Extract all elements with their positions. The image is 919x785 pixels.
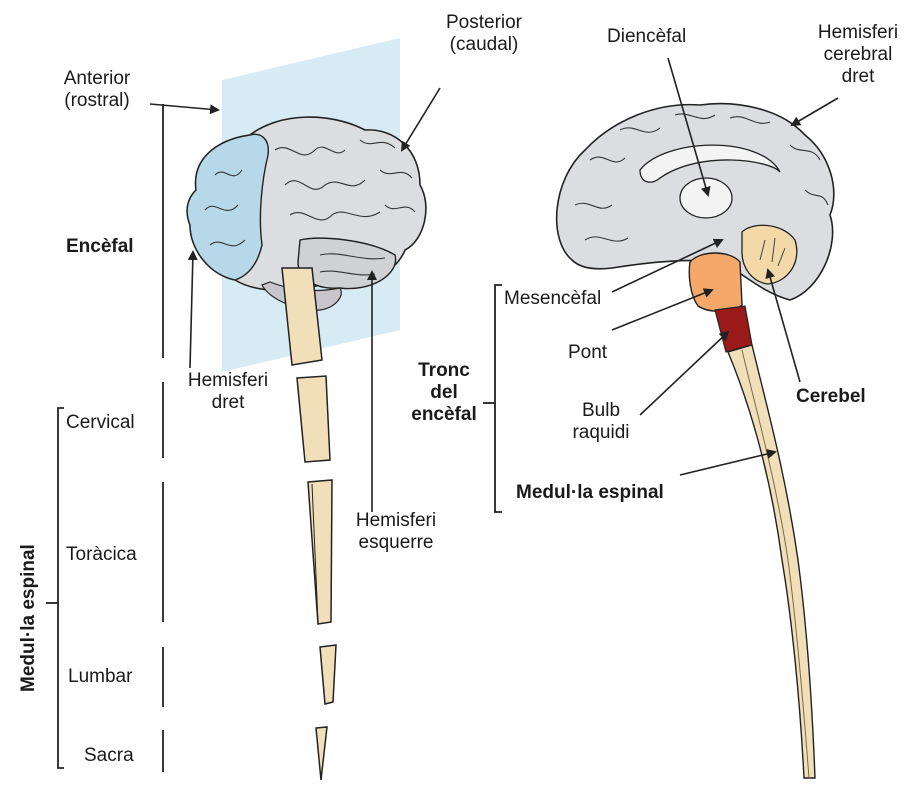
pons-shape xyxy=(715,306,752,352)
frontal-lobe-shape xyxy=(187,134,268,280)
tronc-encefal-label: Tronc del encèfal xyxy=(404,360,484,426)
lumbar-label: Lumbar xyxy=(68,666,132,688)
hd-line-2: dret xyxy=(172,392,284,414)
diencephalon-shape xyxy=(680,178,732,218)
hcd-line-2: cerebral xyxy=(802,44,914,66)
sacra-label: Sacra xyxy=(84,745,134,767)
cervical-segment xyxy=(297,376,330,462)
hcd-line-3: dret xyxy=(802,66,914,88)
bulb-line-2: raquidi xyxy=(558,422,644,444)
mesencefal-label: Mesencèfal xyxy=(504,288,601,310)
bulb-raquidi-label: Bulb raquidi xyxy=(558,400,644,444)
right-brackets xyxy=(483,285,502,512)
he-line-1: Hemisferi xyxy=(340,510,452,532)
posterior-label: Posterior (caudal) xyxy=(428,12,540,56)
spinal-segments xyxy=(297,376,336,780)
posterior-line-2: (caudal) xyxy=(428,34,540,56)
he-line-2: esquerre xyxy=(340,532,452,554)
medulla-espinal-right-label: Medul·la espinal xyxy=(516,482,664,504)
hcd-line-1: Hemisferi xyxy=(802,22,914,44)
anterior-line-2: (rostral) xyxy=(44,90,150,112)
hemisferi-cerebral-dret-label: Hemisferi cerebral dret xyxy=(802,22,914,88)
encefal-label: Encèfal xyxy=(66,236,134,258)
hemisferi-esquerre-label: Hemisferi esquerre xyxy=(340,510,452,554)
thoracic-segment xyxy=(308,480,332,624)
hemisferi-dret-label: Hemisferi dret xyxy=(172,370,284,414)
lumbar-segment xyxy=(320,645,336,704)
posterior-line-1: Posterior xyxy=(428,12,540,34)
cervical-label: Cervical xyxy=(66,412,135,434)
tronc-line-3: encèfal xyxy=(404,404,484,426)
diencefal-label: Diencèfal xyxy=(607,26,686,48)
midbrain-shape xyxy=(689,253,742,311)
tronc-line-1: Tronc xyxy=(404,360,484,382)
sacral-segment xyxy=(316,727,327,780)
bulb-line-1: Bulb xyxy=(558,400,644,422)
anterior-label: Anterior (rostral) xyxy=(44,68,150,112)
spinal-cord-sagittal xyxy=(728,345,815,778)
pont-label: Pont xyxy=(568,342,607,364)
cerebel-label: Cerebel xyxy=(796,386,866,408)
tronc-line-2: del xyxy=(404,382,484,404)
hd-line-1: Hemisferi xyxy=(172,370,284,392)
medulla-espinal-vertical-label: Medul·la espinal xyxy=(18,544,40,692)
anterior-line-1: Anterior xyxy=(44,68,150,90)
toracica-label: Toràcica xyxy=(66,544,137,566)
